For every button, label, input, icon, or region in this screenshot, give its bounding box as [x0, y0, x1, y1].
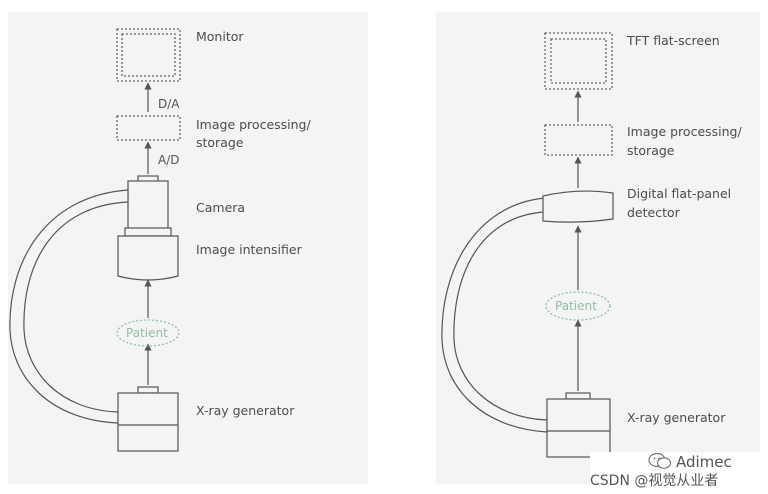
- flat-panel-detector-icon: [542, 190, 614, 223]
- patient-ellipse-left: [116, 319, 180, 347]
- watermark-brand: Adimec: [676, 453, 732, 471]
- label-processing-right-line1: Image processing/: [627, 124, 742, 139]
- tft-screen-icon: [544, 32, 613, 90]
- label-patient-right: Patient: [555, 299, 597, 313]
- label-da: D/A: [158, 97, 180, 111]
- watermark: Adimec CSDN @视觉从业者: [590, 452, 762, 492]
- watermark-source: CSDN @视觉从业者: [590, 473, 719, 489]
- label-processing-line2: storage: [196, 135, 244, 150]
- label-xray-generator-left: X-ray generator: [196, 403, 295, 418]
- label-xray-generator-right: X-ray generator: [627, 410, 726, 425]
- label-ad: A/D: [158, 153, 180, 167]
- monitor-icon: [116, 28, 181, 82]
- wechat-icon: [648, 452, 672, 469]
- label-camera: Camera: [196, 200, 246, 215]
- label-detector-line1: Digital flat-panel: [627, 186, 732, 201]
- label-detector-line2: detector: [627, 205, 680, 220]
- image-processing-box-right: [544, 124, 613, 156]
- label-image-intensifier: Image intensifier: [196, 242, 302, 257]
- label-patient-left: Patient: [126, 326, 168, 340]
- camera-icon: [127, 175, 169, 230]
- xray-generator-icon-right: [546, 392, 611, 458]
- label-processing-line1: Image processing/: [196, 117, 311, 132]
- label-processing-right-line2: storage: [627, 143, 675, 158]
- label-tft-flat-screen: TFT flat-screen: [627, 33, 720, 48]
- xray-generator-icon-left: [117, 386, 179, 452]
- c-arm-left: [9, 189, 129, 424]
- image-processing-box: [116, 115, 181, 141]
- label-monitor: Monitor: [196, 29, 244, 44]
- image-intensifier-icon: [117, 227, 179, 281]
